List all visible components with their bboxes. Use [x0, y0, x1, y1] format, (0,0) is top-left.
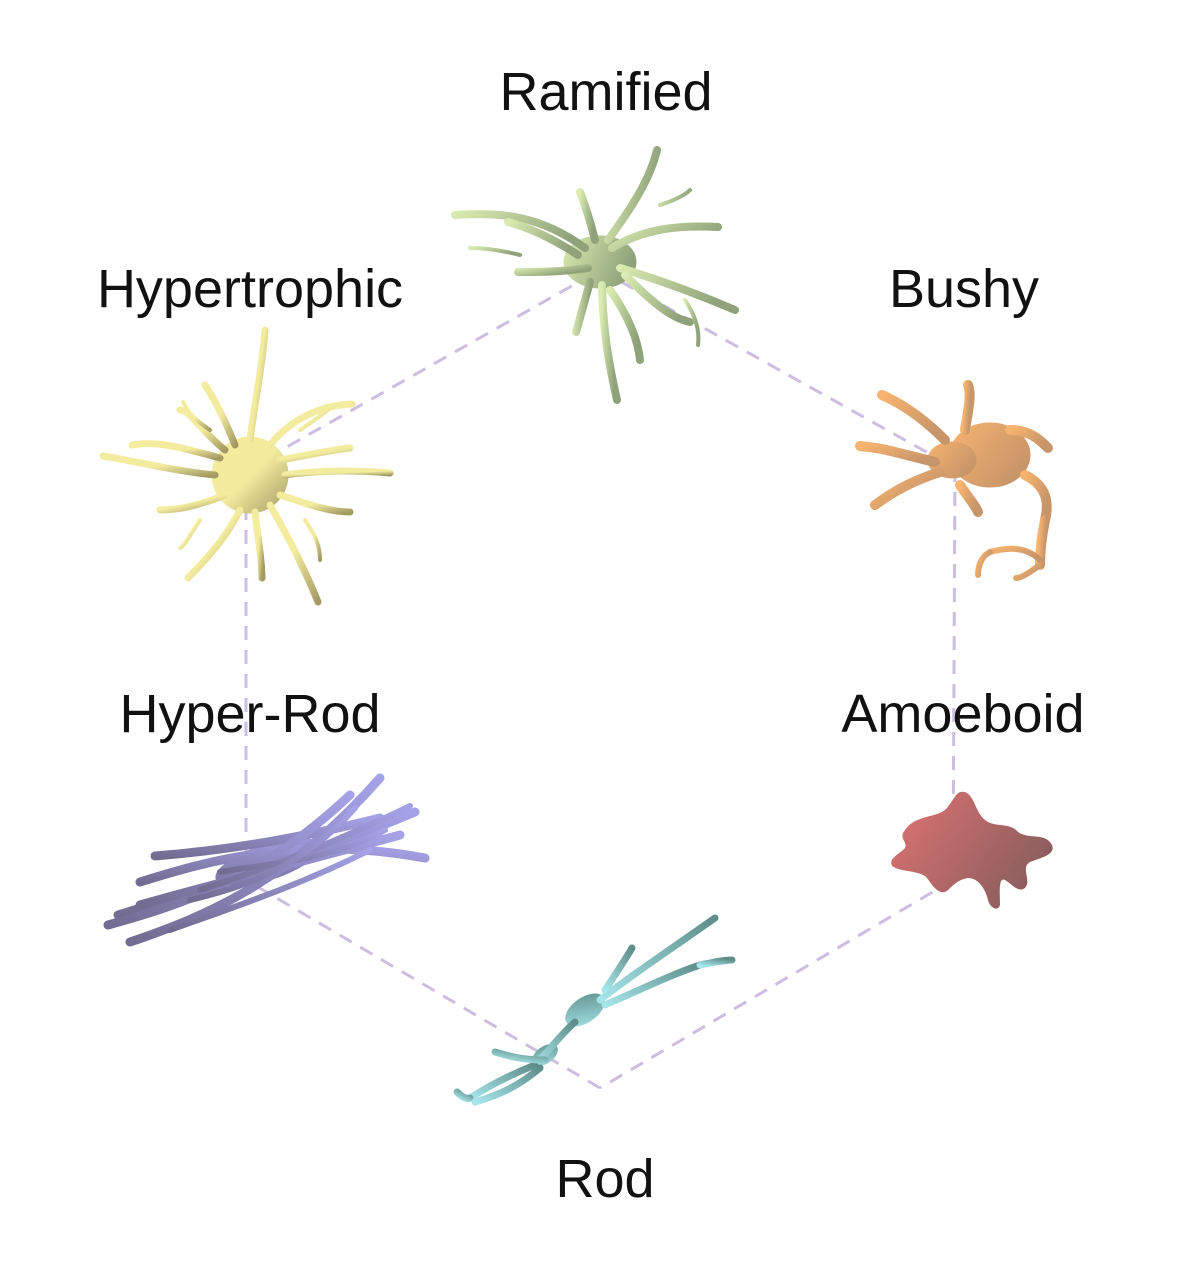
bushy-microglia-icon: [855, 380, 1053, 581]
label-ramified: Ramified: [499, 62, 712, 122]
label-rod: Rod: [555, 1149, 654, 1209]
label-hypertrophic: Hypertrophic: [97, 259, 403, 319]
label-hyper-rod: Hyper-Rod: [119, 684, 380, 744]
ramified-microglia-icon: [451, 146, 739, 404]
hypertrophic-microglia-icon: [99, 326, 394, 606]
edge-rod-hyper-rod: [245, 878, 601, 1090]
label-amoeboid: Amoeboid: [841, 684, 1084, 744]
edge-hypertrophic-ramified: [245, 268, 601, 472]
rod-microglia-icon: [453, 914, 736, 1106]
label-bushy: Bushy: [889, 259, 1039, 319]
hyper-rod-microglia-icon: [103, 773, 430, 947]
edges: [244, 268, 957, 1090]
labels: Ramified Bushy Amoeboid Rod Hyper-Rod Hy…: [97, 62, 1085, 1209]
edge-ramified-bushy: [599, 268, 956, 470]
amoeboid-microglia-icon: [891, 791, 1053, 909]
edge-amoeboid-rod: [599, 878, 954, 1090]
